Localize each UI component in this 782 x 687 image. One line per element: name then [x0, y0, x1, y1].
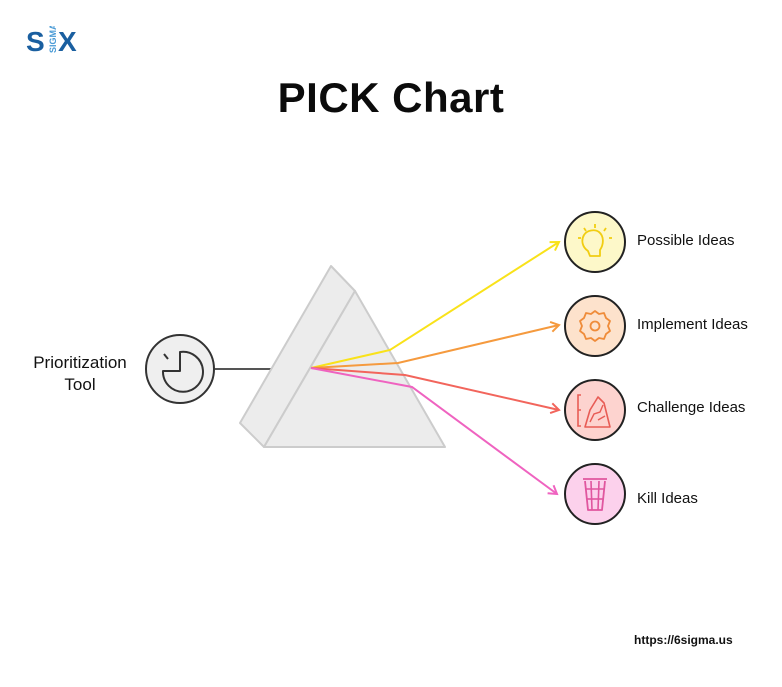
footer-url: https://6sigma.us: [634, 633, 733, 647]
six-sigma-logo: S SIGMA X: [26, 23, 86, 57]
output-label-possible: Possible Ideas: [637, 232, 735, 249]
trash-bin-icon: [564, 463, 626, 525]
page-title: PICK Chart: [277, 74, 505, 121]
output-label-kill: Kill Ideas: [637, 490, 698, 507]
ray-kill: [310, 367, 559, 496]
output-label-implement: Implement Ideas: [637, 316, 748, 333]
input-label: Prioritization Tool: [14, 352, 146, 396]
lightbulb-icon: [564, 211, 626, 273]
input-label-line2: Tool: [64, 375, 96, 394]
output-label-challenge: Challenge Ideas: [637, 399, 746, 416]
ray-possible: [310, 240, 561, 369]
ray-challenge: [310, 367, 561, 415]
svg-text:S: S: [26, 26, 45, 56]
pie-chart-icon: [145, 334, 215, 404]
mountain-climb-icon: [564, 379, 626, 441]
svg-text:X: X: [58, 26, 77, 56]
ray-implement: [310, 321, 561, 369]
svg-text:SIGMA: SIGMA: [48, 26, 58, 53]
input-label-line1: Prioritization: [33, 353, 127, 372]
prism: [239, 265, 446, 448]
gear-icon: [564, 295, 626, 357]
